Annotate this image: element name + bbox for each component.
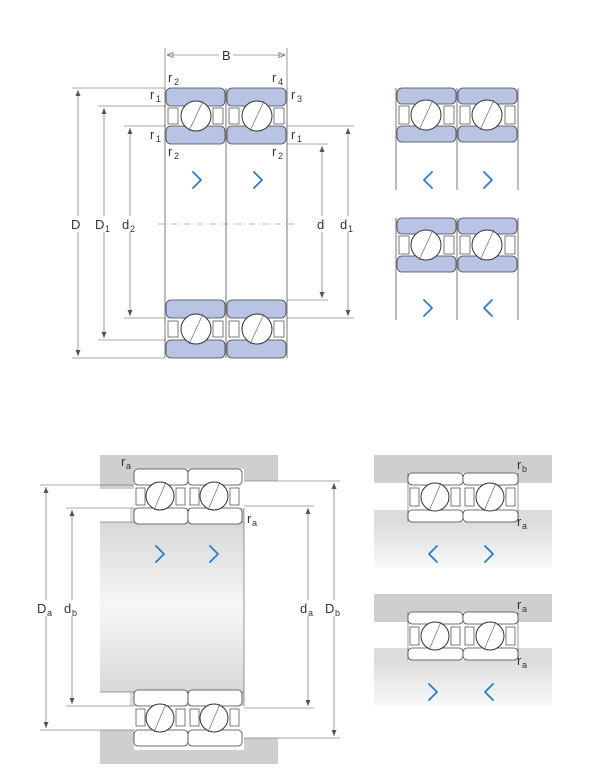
svg-text:a: a bbox=[308, 608, 313, 618]
ra-label: r bbox=[247, 511, 252, 526]
svg-text:4: 4 bbox=[278, 77, 283, 87]
dim-B-label: B bbox=[222, 48, 231, 63]
svg-text:1: 1 bbox=[105, 224, 110, 234]
svg-text:a: a bbox=[522, 521, 527, 531]
svg-text:a: a bbox=[522, 604, 527, 614]
r2-label: r bbox=[168, 70, 173, 85]
svg-text:2: 2 bbox=[278, 151, 283, 161]
svg-text:b: b bbox=[335, 608, 340, 618]
load-arrow-icon bbox=[428, 545, 438, 563]
ra-label: r bbox=[121, 454, 126, 469]
load-arrow-icon bbox=[423, 171, 433, 189]
load-arrow-icon bbox=[483, 299, 493, 317]
r4-label: r bbox=[272, 70, 277, 85]
load-arrow-icon bbox=[209, 545, 219, 563]
ra-label: r bbox=[517, 514, 522, 529]
r1-label: r bbox=[150, 127, 155, 142]
rb-label: r bbox=[517, 457, 522, 472]
main-dimension-drawing: B bbox=[70, 48, 359, 359]
ra-label: r bbox=[517, 653, 522, 668]
svg-text:2: 2 bbox=[174, 77, 179, 87]
arrangement-sketch-2 bbox=[395, 217, 519, 320]
svg-text:2: 2 bbox=[174, 151, 179, 161]
load-arrow-icon bbox=[253, 171, 263, 189]
svg-text:a: a bbox=[47, 608, 52, 618]
dim-db-label: d bbox=[64, 601, 71, 616]
load-arrow-icon bbox=[484, 683, 494, 701]
load-arrow-icon bbox=[155, 545, 165, 563]
dim-D1-label: D bbox=[95, 217, 104, 232]
load-arrow-icon bbox=[483, 171, 493, 189]
abutment-sketch-1: r b r a bbox=[374, 455, 552, 568]
r1-label: r bbox=[291, 127, 296, 142]
abutment-drawing: D a d b d a D b r a r a bbox=[36, 454, 346, 764]
r1-label: r bbox=[150, 87, 155, 102]
dim-D-label: D bbox=[71, 217, 80, 232]
abutment-sketch-2: r a r a bbox=[374, 594, 552, 706]
dim-d-label: d bbox=[317, 217, 324, 232]
svg-text:1: 1 bbox=[297, 134, 302, 144]
svg-text:2: 2 bbox=[130, 224, 135, 234]
dim-d1-label: d bbox=[340, 217, 347, 232]
svg-text:a: a bbox=[126, 461, 131, 471]
dim-d2-label: d bbox=[122, 217, 129, 232]
arrangement-sketch-1 bbox=[395, 87, 519, 190]
ra-label: r bbox=[517, 597, 522, 612]
svg-text:a: a bbox=[252, 518, 257, 528]
r2-label: r bbox=[272, 144, 277, 159]
dim-Db-label: D bbox=[325, 601, 334, 616]
load-arrow-icon bbox=[484, 545, 494, 563]
svg-text:1: 1 bbox=[156, 94, 161, 104]
svg-text:1: 1 bbox=[348, 224, 353, 234]
load-arrow-icon bbox=[423, 299, 433, 317]
svg-text:1: 1 bbox=[156, 134, 161, 144]
dim-da-label: d bbox=[300, 601, 307, 616]
svg-text:b: b bbox=[72, 608, 77, 618]
dim-Da-label: D bbox=[37, 601, 46, 616]
svg-text:a: a bbox=[522, 660, 527, 670]
load-arrow-icon bbox=[428, 683, 438, 701]
load-arrow-icon bbox=[192, 171, 202, 189]
svg-text:3: 3 bbox=[297, 94, 302, 104]
r3-label: r bbox=[291, 87, 296, 102]
svg-text:b: b bbox=[522, 464, 527, 474]
r2-label: r bbox=[168, 144, 173, 159]
